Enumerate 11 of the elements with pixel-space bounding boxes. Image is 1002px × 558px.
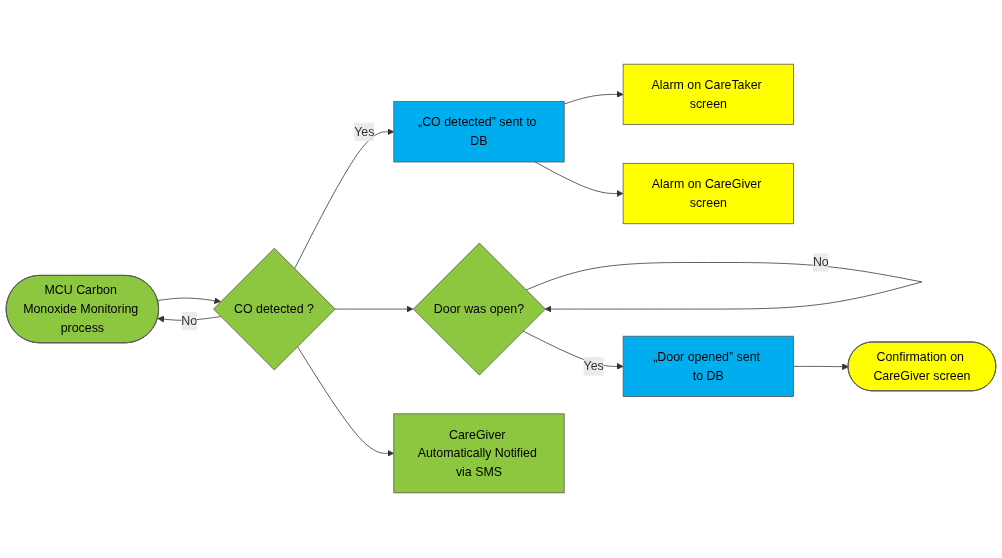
edge-label: No [181, 314, 198, 328]
node-box: CareGiver Automatically Notified via SMS [393, 413, 565, 494]
node-box: „Door opened” sent to DB [622, 336, 794, 398]
edge-label: Yes [354, 125, 375, 139]
node-box: Alarm on CareGiver screen [622, 163, 794, 225]
node-diamond: CO detected ? [213, 248, 336, 371]
node-diamond: Door was open? [412, 243, 546, 376]
node-box: Alarm on CareTaker screen [622, 64, 794, 126]
node-box: „CO detected” sent to DB [393, 101, 565, 163]
edge-label: No [812, 256, 829, 270]
edge-label: Yes [583, 359, 604, 374]
